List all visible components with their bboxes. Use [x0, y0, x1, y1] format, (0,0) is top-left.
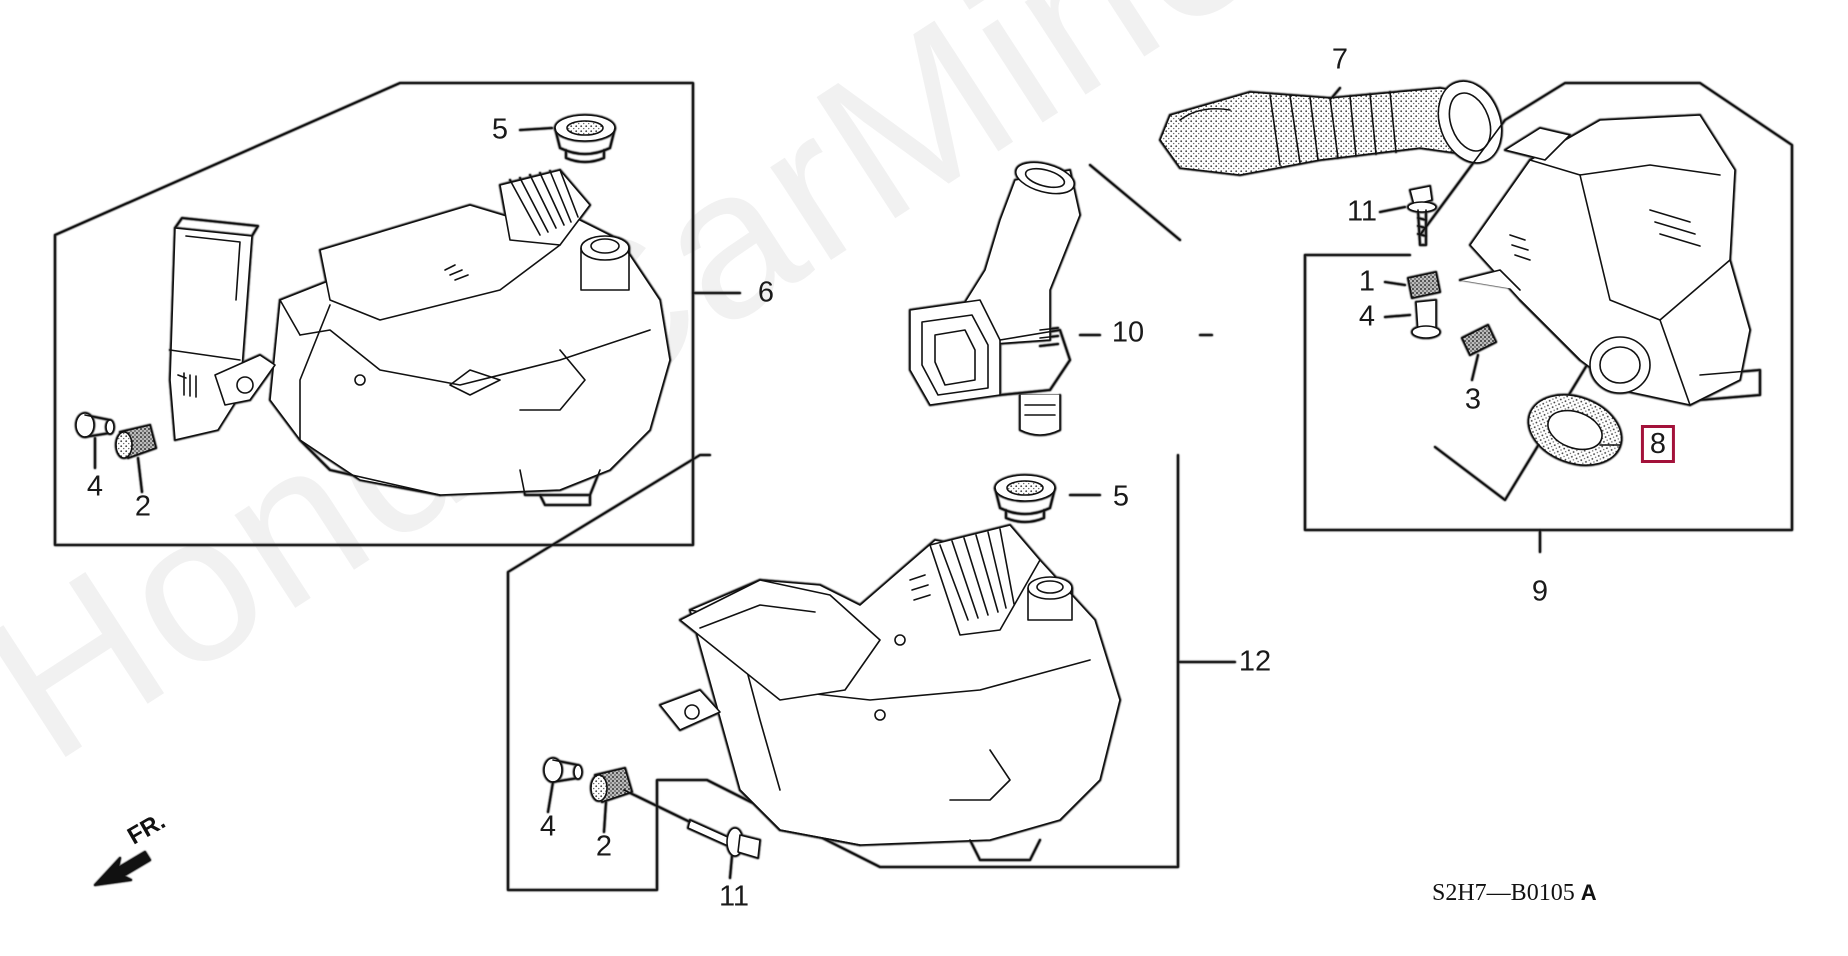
air-cleaner-housing — [1459, 114, 1761, 406]
bolt-4-left — [75, 412, 115, 438]
callout-12[interactable]: 12 — [1238, 645, 1272, 678]
resonator-12 — [659, 524, 1121, 861]
callout-4[interactable]: 4 — [86, 470, 104, 503]
bolt-11-right — [1407, 185, 1437, 246]
diagram-code-text: S2H7—B0105 — [1432, 880, 1575, 906]
callout-11[interactable]: 11 — [718, 880, 750, 913]
nut-1-right — [1407, 271, 1441, 299]
callout-1[interactable]: 1 — [1358, 265, 1376, 298]
group-12-outline — [507, 454, 1236, 891]
callout-5[interactable]: 5 — [491, 113, 509, 146]
callout-4[interactable]: 4 — [539, 810, 557, 843]
front-direction-arrow — [94, 851, 151, 886]
callout-9[interactable]: 9 — [1531, 575, 1549, 608]
callout-10[interactable]: 10 — [1111, 316, 1145, 349]
nut-2-left — [115, 424, 157, 459]
seal-8 — [1527, 394, 1623, 466]
callout-6[interactable]: 6 — [757, 276, 775, 309]
intake-duct-10 — [909, 161, 1081, 436]
callout-5[interactable]: 5 — [1112, 480, 1130, 513]
nut-3-right — [1461, 324, 1497, 356]
grommet-5-middle — [994, 474, 1056, 523]
callout-8-highlighted[interactable]: 8 — [1640, 425, 1676, 463]
grommet-5-top — [554, 114, 616, 163]
group-6-outline — [54, 82, 741, 546]
bolt-11-middle — [687, 819, 761, 859]
leader-lines — [94, 87, 1621, 879]
bolt-4-right — [1411, 299, 1441, 339]
callout-2[interactable]: 2 — [595, 830, 613, 863]
callout-3[interactable]: 3 — [1464, 383, 1482, 416]
resonator-6 — [169, 169, 671, 506]
intake-hose-7 — [1159, 80, 1503, 176]
diagram-code-suffix: A — [1580, 880, 1597, 905]
callout-7[interactable]: 7 — [1331, 43, 1349, 76]
callout-11[interactable]: 11 — [1346, 195, 1378, 228]
callout-4[interactable]: 4 — [1358, 300, 1376, 333]
callout-2[interactable]: 2 — [134, 490, 152, 523]
front-direction-label: FR. — [123, 807, 170, 851]
nut-2-middle — [590, 767, 633, 803]
bolt-4-middle — [543, 757, 583, 783]
